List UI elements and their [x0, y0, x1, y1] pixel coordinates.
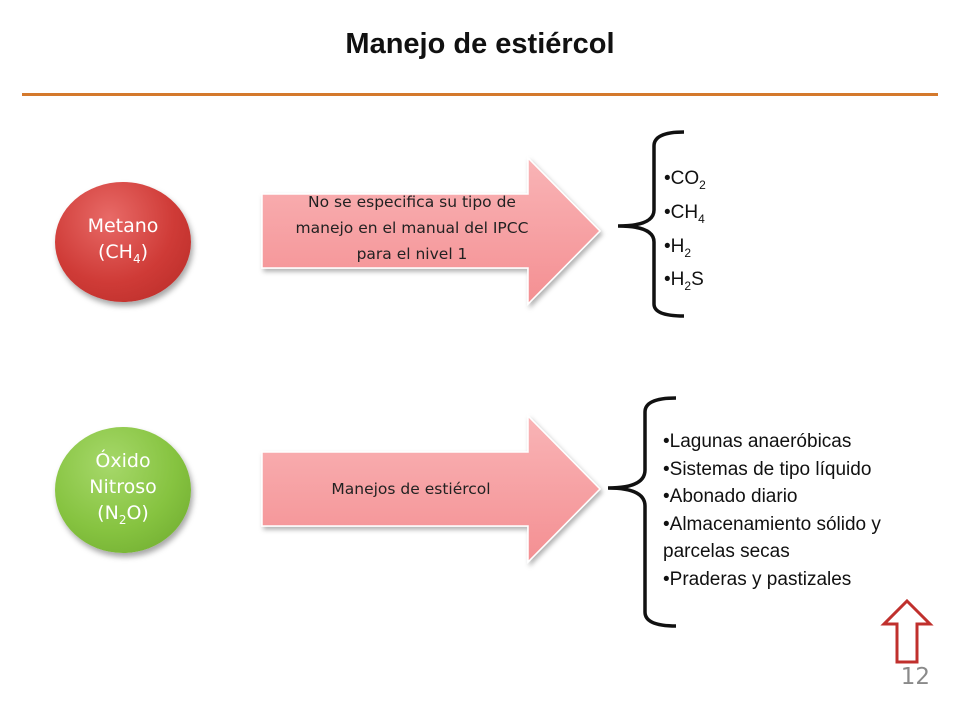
- title-divider: [22, 93, 938, 96]
- arrow-top-shape: [261, 156, 602, 306]
- list-item: Lagunas anaeróbicas: [663, 428, 939, 456]
- methane-formula: (CH4): [97, 240, 149, 266]
- arrow-top-text: No se especifica su tipo de manejo en el…: [295, 193, 529, 263]
- methane-label: Metano: [87, 214, 159, 237]
- arrow-bottom-text: Manejos de estiércol: [331, 480, 491, 498]
- nitrous-formula: (N2O): [97, 501, 149, 527]
- nitrous-label-line2: Nitroso: [89, 475, 157, 498]
- up-arrow-icon[interactable]: [880, 598, 934, 664]
- list-item: H2S: [664, 266, 706, 300]
- brace-top: [617, 130, 685, 318]
- arrow-bottom-shape: [261, 414, 602, 564]
- list-item: Praderas y pastizales: [663, 566, 939, 594]
- list-item: Almacenamiento sólido y parcelas secas: [663, 511, 939, 566]
- list-item: CO2: [664, 165, 706, 199]
- slide-title: Manejo de estiércol: [345, 28, 615, 60]
- list-item: Sistemas de tipo líquido: [663, 456, 939, 484]
- brace-bottom: [607, 396, 677, 628]
- list-item: H2: [664, 233, 706, 267]
- nitrous-label-line1: Óxido: [95, 449, 151, 472]
- list-item: Abonado diario: [663, 483, 939, 511]
- page-number: 12: [900, 664, 930, 690]
- methane-node: Metano (CH4): [55, 182, 191, 302]
- gases-list: CO2 CH4 H2 H2S: [664, 165, 706, 300]
- manure-management-list: Lagunas anaeróbicas Sistemas de tipo líq…: [663, 428, 939, 593]
- nitrous-oxide-node: Óxido Nitroso (N2O): [55, 427, 191, 553]
- list-item: CH4: [664, 199, 706, 233]
